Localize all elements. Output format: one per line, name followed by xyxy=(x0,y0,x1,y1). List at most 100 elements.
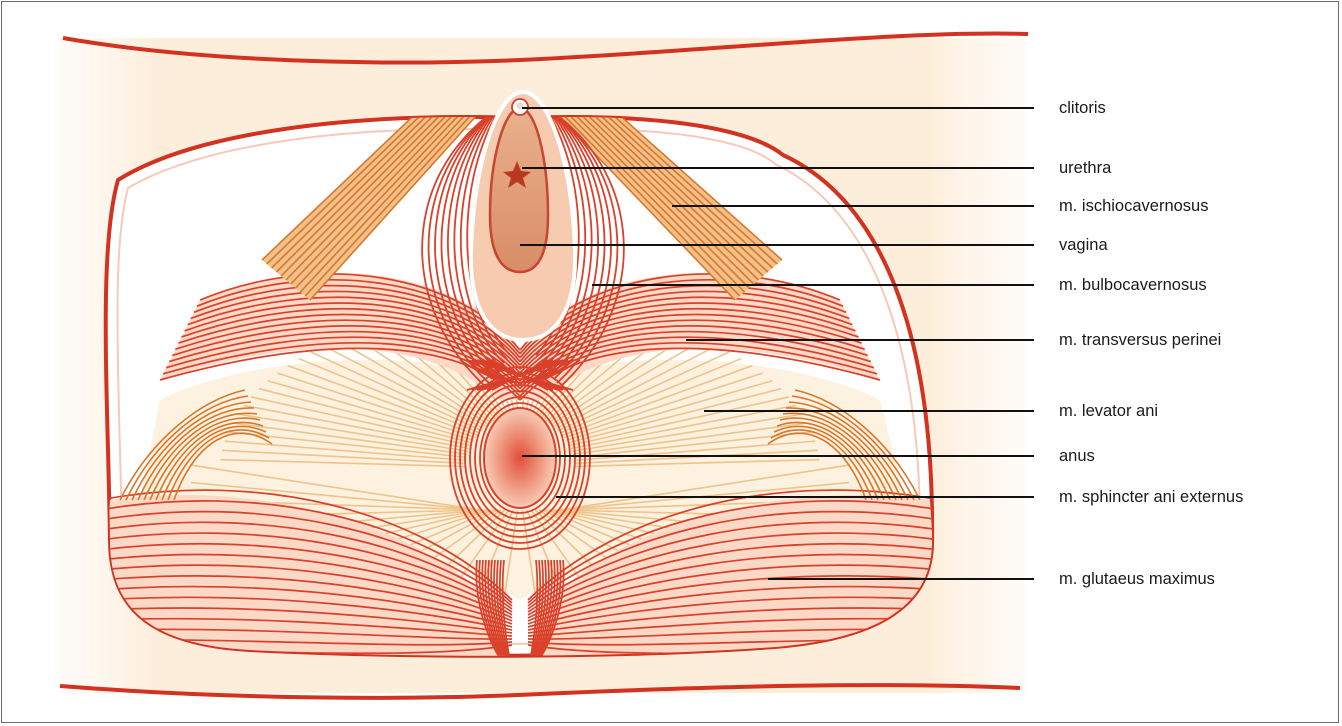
anus-shape xyxy=(483,407,557,509)
label-glutaeus-maximus: m. glutaeus maximus xyxy=(1059,570,1215,588)
glutaeus-fiber xyxy=(475,559,502,656)
levator-ray xyxy=(558,351,730,432)
transversus-fiber xyxy=(519,290,850,363)
sphincter-fiber xyxy=(469,390,571,526)
levator-ray xyxy=(237,413,469,453)
glutaeus-fiber xyxy=(527,510,933,607)
bulbocavernosus-fiber xyxy=(522,117,625,388)
label-levator-ani: m. levator ani xyxy=(1059,402,1159,420)
lateral-fiber xyxy=(785,407,903,501)
glutaeus-fibers xyxy=(105,489,933,656)
lateral-fiber xyxy=(125,395,249,501)
ischiocavernosus-fiber xyxy=(533,117,745,293)
glutaeus-fiber xyxy=(490,559,507,656)
glutaeus-fiber xyxy=(501,559,511,656)
sphincter-fiber xyxy=(459,359,581,384)
urethra-mark xyxy=(503,161,531,188)
glutaeus-fiber xyxy=(105,596,513,631)
lateral-fiber xyxy=(149,417,261,501)
glutaeus-fiber xyxy=(105,500,513,604)
glutaeus-fiber xyxy=(527,564,933,622)
transversus-fiber xyxy=(519,302,856,370)
glutaeus-fiber xyxy=(105,575,513,625)
lateral-fiber xyxy=(131,401,252,501)
label-sphincter-ani-externus: m. sphincter ani externus xyxy=(1059,488,1244,506)
lateral-fiber xyxy=(788,401,909,501)
levator-ray xyxy=(222,449,466,465)
sphincter-fiber xyxy=(474,396,566,520)
lateral-orange-fibers xyxy=(119,389,921,501)
lateral-fiber xyxy=(167,429,270,501)
levator-ray xyxy=(574,440,816,462)
ischiocavernosus-left-area xyxy=(262,117,505,300)
label-ischiocavernosus: m. ischiocavernosus xyxy=(1059,197,1209,215)
ischiocavernosus-fiber xyxy=(309,117,506,301)
sphincter-fiber xyxy=(464,384,576,532)
bulbocavernosus-fiber xyxy=(522,117,580,360)
levator-ray xyxy=(566,379,773,442)
bulbocavernosus-fiber xyxy=(522,117,606,376)
label-bulbocavernosus: m. bulbocavernosus xyxy=(1059,276,1207,294)
levator-ray xyxy=(553,338,705,428)
sphincter-fiber xyxy=(466,359,574,391)
glutaeus-fiber xyxy=(105,617,513,637)
lateral-fiber xyxy=(161,425,267,501)
levator-ray xyxy=(322,344,485,430)
glutaeus-fiber xyxy=(527,607,933,634)
levator-ray xyxy=(570,404,797,450)
ischiocavernosus-fiber xyxy=(295,117,496,289)
glutaeus-fiber xyxy=(527,521,933,610)
ischiocavernosus-fiber xyxy=(540,117,755,285)
glutaeus-fiber xyxy=(105,542,513,616)
glutaeus-fiber xyxy=(534,559,553,656)
lateral-fiber xyxy=(791,395,915,501)
bulbocavernosus-fiber xyxy=(466,117,524,360)
levator-ray xyxy=(562,364,753,436)
bulbocavernosus-fiber xyxy=(453,117,524,368)
lateral-fiber xyxy=(155,421,264,501)
ischiocavernosus-fiber xyxy=(530,117,741,297)
lateral-fiber xyxy=(776,421,885,501)
label-transversus-perinei: m. transversus perinei xyxy=(1059,331,1222,349)
upper-thigh-outline xyxy=(62,31,1029,65)
levator-ray xyxy=(277,372,476,439)
transversus-fiber xyxy=(190,290,521,363)
ischiocavernosus-fiber xyxy=(280,117,485,277)
glutaeus-fiber xyxy=(105,628,513,640)
levator-ray xyxy=(572,422,808,456)
glutaeus-fiber xyxy=(527,500,933,604)
sphincter-fiber xyxy=(449,366,591,550)
levator-ray xyxy=(310,351,482,432)
ischiocavernosus-fiber xyxy=(266,117,475,265)
levator-ray xyxy=(559,464,850,511)
levator-ray xyxy=(564,372,763,439)
ischiocavernosus-fiber xyxy=(304,117,503,297)
glutaeus-fiber xyxy=(498,559,510,656)
glutaeus-fiber xyxy=(105,585,513,628)
glutaeus-fiber xyxy=(530,559,542,656)
lower-buttock-outline xyxy=(59,683,1021,700)
glutaeus-fiber xyxy=(493,559,508,656)
levator-ray xyxy=(287,364,478,436)
lateral-fiber xyxy=(143,412,258,501)
lateral-fiber xyxy=(782,412,897,501)
vagina-shape xyxy=(488,106,550,274)
glutaeus-fiber xyxy=(527,585,933,628)
lateral-fiber xyxy=(779,417,891,501)
ischiocavernosus-fiber xyxy=(556,117,778,265)
glutaeus-fiber xyxy=(105,521,513,610)
lateral-fiber xyxy=(173,432,273,501)
levator-ray xyxy=(571,413,803,453)
glutaeus-fiber xyxy=(533,559,550,656)
levator-ray xyxy=(232,422,468,456)
glutaeus-fiber xyxy=(536,559,559,656)
levator-ray xyxy=(567,387,782,444)
clitoris-glans xyxy=(516,102,524,110)
glutaeus-fiber xyxy=(531,559,544,656)
lateral-fiber xyxy=(794,389,921,501)
levator-ray xyxy=(250,396,471,447)
glutaeus-fiber xyxy=(105,553,513,619)
ischiocavernosus-fiber xyxy=(261,117,471,261)
label-urethra: urethra xyxy=(1059,159,1112,177)
